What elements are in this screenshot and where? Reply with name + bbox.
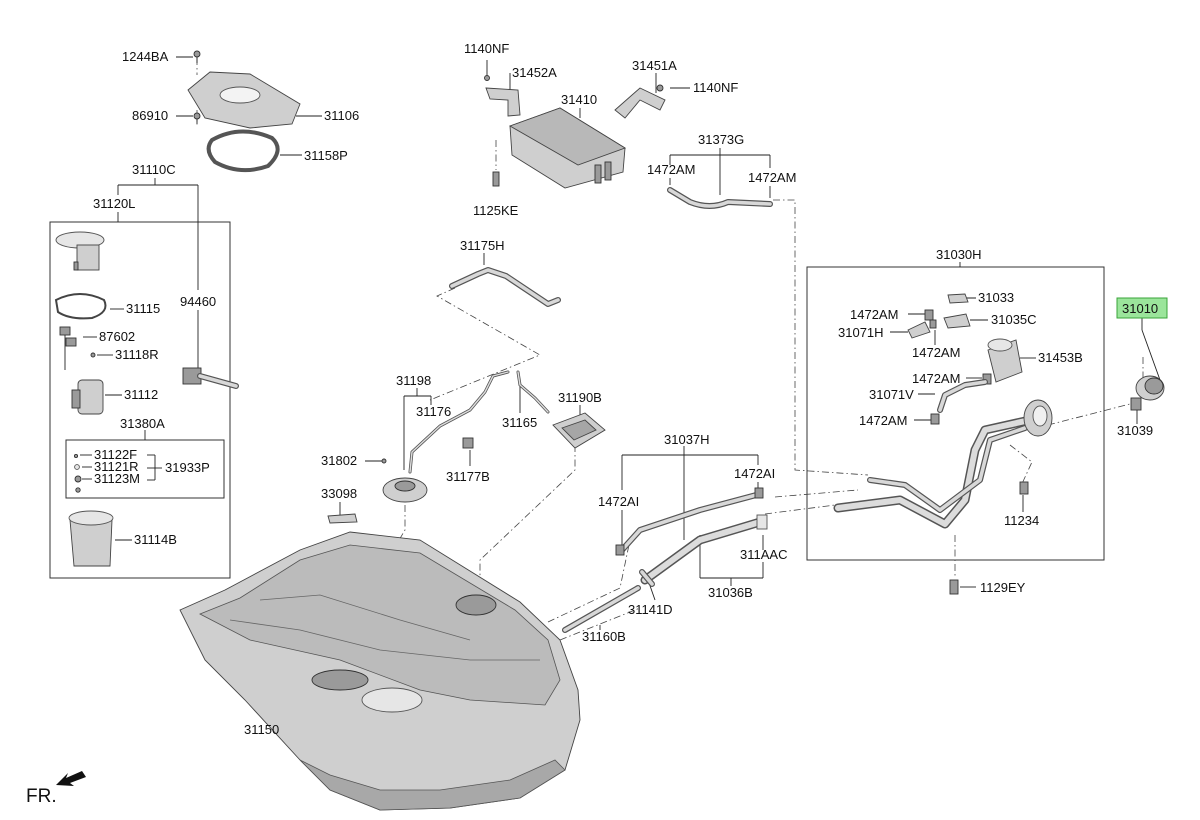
- part-label-1472AM-e[interactable]: 1472AM: [912, 371, 960, 386]
- part-label-31158P[interactable]: 31158P: [304, 148, 348, 163]
- part-label-1244BA[interactable]: 1244BA: [122, 49, 169, 64]
- part-label-31106[interactable]: 31106: [324, 108, 359, 123]
- part-label-31160B[interactable]: 31160B: [582, 629, 626, 644]
- bolt-86910: [193, 112, 201, 124]
- vent-hose-31373G: [667, 187, 773, 209]
- part-label-31410[interactable]: 31410: [561, 92, 597, 107]
- part-label-31190B[interactable]: 31190B: [558, 390, 602, 405]
- clamps-1472AI: [615, 487, 768, 556]
- part-label-1129EY[interactable]: 1129EY: [980, 580, 1026, 595]
- part-label-311AAC[interactable]: 311AAC: [740, 547, 787, 562]
- part-label-31453B[interactable]: 31453B: [1038, 350, 1083, 365]
- part-label-31121R[interactable]: 31121R: [94, 459, 139, 474]
- part-label-31118R[interactable]: 31118R: [115, 347, 159, 362]
- fuel-filter-31112: [71, 379, 104, 415]
- reservoir-31114B: [68, 510, 114, 567]
- valve-31198: [382, 477, 428, 503]
- part-label-11234[interactable]: 11234: [1004, 513, 1039, 528]
- part-label-31451A[interactable]: 31451A: [632, 58, 677, 73]
- part-label-1472AI-left[interactable]: 1472AI: [598, 494, 639, 509]
- part-label-31933P[interactable]: 31933P: [165, 460, 210, 475]
- leader-lines: [80, 56, 1161, 714]
- clip-31118R: [90, 352, 96, 358]
- bolt-1244BA: [193, 50, 201, 63]
- front-direction-label: FR.: [26, 786, 57, 807]
- seal-ring-31115: [54, 293, 107, 320]
- valve-31190B: [552, 412, 606, 449]
- part-label-31033[interactable]: 31033: [978, 290, 1014, 305]
- front-direction-icon: [56, 771, 86, 786]
- part-label-31122F[interactable]: 31122F: [94, 447, 137, 462]
- bolt-1125KE: [492, 171, 500, 187]
- sensor-94460: [182, 367, 239, 389]
- hose-31165: [516, 370, 550, 414]
- part-label-31150[interactable]: 31150: [244, 722, 279, 737]
- bolt-31802: [381, 458, 387, 464]
- pump-module-top: [55, 231, 105, 271]
- pump-assembly-box: [49, 221, 231, 579]
- part-label-31010[interactable]: 31010: [1122, 301, 1158, 316]
- part-label-31380A[interactable]: 31380A: [120, 416, 165, 431]
- canister-31410: [508, 107, 627, 189]
- part-label-31071H[interactable]: 31071H: [838, 325, 884, 340]
- fuel-cap-31010[interactable]: [1135, 375, 1165, 401]
- part-label-86910[interactable]: 86910: [132, 108, 168, 123]
- pipe-31141D: [639, 569, 655, 587]
- filler-neck-31030H: [833, 399, 1053, 529]
- service-cover-31106: [187, 71, 301, 129]
- part-label-31802[interactable]: 31802: [321, 453, 357, 468]
- part-label-31141D[interactable]: 31141D: [628, 602, 673, 617]
- bolt-1129EY: [949, 579, 959, 595]
- part-label-1472AM-f[interactable]: 1472AM: [859, 413, 907, 428]
- gasket-31158P: [206, 129, 280, 173]
- part-label-33098[interactable]: 33098: [321, 486, 357, 501]
- part-labels: 1244BA 86910 31106 31158P 31110C 31120L …: [93, 41, 1158, 737]
- bracket-31451A: [614, 84, 666, 119]
- pipe-31160B: [562, 585, 641, 633]
- part-label-31110C[interactable]: 31110C: [132, 162, 176, 177]
- part-label-31035C[interactable]: 31035C: [991, 312, 1037, 327]
- part-label-1472AM-a[interactable]: 1472AM: [647, 162, 695, 177]
- part-label-1125KE[interactable]: 1125KE: [473, 203, 519, 218]
- part-label-1472AM-b[interactable]: 1472AM: [748, 170, 796, 185]
- filler-neck-box: [806, 266, 1105, 561]
- part-label-31036B[interactable]: 31036B: [708, 585, 753, 600]
- bracket-31452A: [484, 75, 521, 117]
- part-label-31452A[interactable]: 31452A: [512, 65, 557, 80]
- part-label-31120L[interactable]: 31120L: [93, 196, 135, 211]
- part-label-94460[interactable]: 94460: [180, 294, 216, 309]
- part-label-31112[interactable]: 31112: [124, 387, 158, 402]
- hose-31175H: [449, 267, 561, 307]
- wiring-87602: [59, 326, 77, 370]
- part-label-1472AM-d[interactable]: 1472AM: [912, 345, 960, 360]
- part-label-31123M[interactable]: 31123M: [94, 471, 140, 486]
- part-label-31115[interactable]: 31115: [126, 301, 160, 316]
- bolt-31039: [1130, 397, 1142, 411]
- tube-31176: [408, 370, 510, 474]
- part-label-31039[interactable]: 31039: [1117, 423, 1153, 438]
- part-label-1140NF-left[interactable]: 1140NF: [464, 41, 509, 56]
- filler-small-parts: [907, 293, 1029, 495]
- part-label-31175H[interactable]: 31175H: [460, 238, 505, 253]
- part-label-31037H[interactable]: 31037H: [664, 432, 710, 447]
- part-label-31071V[interactable]: 31071V: [869, 387, 914, 402]
- part-label-31198[interactable]: 31198: [396, 373, 431, 388]
- part-label-31030H[interactable]: 31030H: [936, 247, 982, 262]
- sender-parts: [73, 453, 82, 493]
- bracket-33098: [327, 513, 358, 524]
- part-label-31114B[interactable]: 31114B: [134, 532, 177, 547]
- clip-31177B: [462, 437, 474, 449]
- highlighted-part-box[interactable]: [1116, 297, 1168, 319]
- fuel-tank-31150: [179, 531, 581, 811]
- part-label-31177B[interactable]: 31177B: [446, 469, 490, 484]
- part-label-87602[interactable]: 87602: [99, 329, 135, 344]
- part-label-1472AI-right[interactable]: 1472AI: [734, 466, 775, 481]
- part-label-1472AM-c[interactable]: 1472AM: [850, 307, 898, 322]
- pipe-31037H: [619, 491, 765, 585]
- part-label-31373G[interactable]: 31373G: [698, 132, 744, 147]
- part-label-31165[interactable]: 31165: [502, 415, 537, 430]
- part-label-31176[interactable]: 31176: [416, 404, 451, 419]
- part-label-1140NF-right[interactable]: 1140NF: [693, 80, 738, 95]
